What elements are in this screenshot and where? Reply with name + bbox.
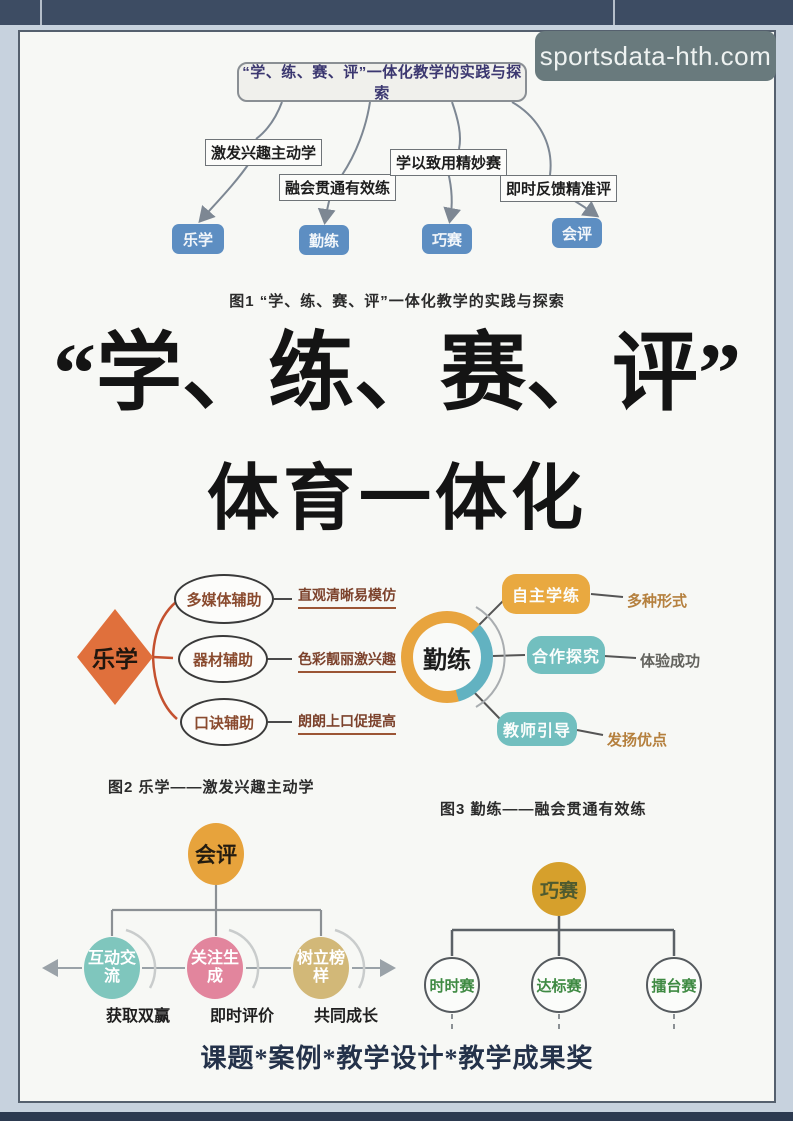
fig1-branch-box: 融会贯通有效练 xyxy=(279,174,397,201)
fig1-chip-huiping: 会评 xyxy=(552,218,602,248)
headline-line2: 体育一体化 xyxy=(206,459,587,539)
fig2-detail-label: 直观清晰易模仿 xyxy=(298,585,396,609)
connector-lines xyxy=(42,101,676,1033)
fig2-node-ellipse: 器材辅助 xyxy=(178,635,268,683)
fig1-branch-box: 激发兴趣主动学 xyxy=(205,139,323,166)
fig5-node-circle: 达标赛 xyxy=(531,957,587,1013)
fig1-branch-box: 即时反馈精准评 xyxy=(500,175,618,202)
fig2-node-ellipse: 口诀辅助 xyxy=(180,698,268,746)
fig1-chip-lexue: 乐学 xyxy=(172,224,224,254)
fig5-node-circle: 时时赛 xyxy=(424,957,480,1013)
fig4-detail-label: 共同成长 xyxy=(314,1008,379,1025)
fig2-node-ellipse: 多媒体辅助 xyxy=(174,574,274,624)
headline-line1: “学、练、赛、评” xyxy=(53,325,741,421)
fig3-detail-label: 发扬优点 xyxy=(607,732,668,749)
fig4-node-circle: 关注生成 xyxy=(187,937,243,999)
footer-text: 课题*案例*教学设计*教学成果奖 xyxy=(200,1044,594,1073)
fig1-chip-qinlian: 勤练 xyxy=(299,225,349,255)
top-frame-bar xyxy=(0,0,793,25)
fig3-node-box: 教师引导 xyxy=(497,712,577,746)
fig3-detail-label: 多种形式 xyxy=(627,593,688,610)
fig1-branch-box: 学以致用精妙赛 xyxy=(390,149,508,176)
fig4-node-circle: 树立榜样 xyxy=(293,937,349,999)
fig1-title-box: “学、练、赛、评”一体化教学的实践与探索 xyxy=(237,62,527,102)
fig3-center-ring: 勤练 xyxy=(401,611,493,703)
fig3-node-box: 合作探究 xyxy=(527,636,605,674)
frame-seam-right xyxy=(613,0,615,25)
fig2-caption: 图2 乐学——激发兴趣主动学 xyxy=(108,779,315,796)
fig5-center-circle: 巧赛 xyxy=(532,862,586,916)
fig4-detail-label: 即时评价 xyxy=(210,1008,275,1025)
bottom-frame-bar xyxy=(0,1112,793,1121)
fig2-detail-label: 色彩靓丽激兴趣 xyxy=(298,649,396,673)
poster-page: “学、练、赛、评”一体化教学的实践与探索 激发兴趣主动学 融会贯通有效练 学以致… xyxy=(18,30,776,1103)
fig4-node-circle: 互动交流 xyxy=(84,937,140,999)
fig3-caption: 图3 勤练——融会贯通有效练 xyxy=(440,801,647,818)
fig4-detail-label: 获取双赢 xyxy=(106,1008,171,1025)
fig3-node-box: 自主学练 xyxy=(502,574,590,614)
watermark-badge: sportsdata-hth.com xyxy=(535,31,776,81)
fig5-node-circle: 擂台赛 xyxy=(646,957,702,1013)
fig4-center-circle: 会评 xyxy=(188,823,244,885)
fig2-detail-label: 朗朗上口促提高 xyxy=(298,711,396,735)
fig1-chip-qiaosai: 巧赛 xyxy=(422,224,472,254)
frame-seam-left xyxy=(40,0,42,25)
fig1-caption: 图1 “学、练、赛、评”一体化教学的实践与探索 xyxy=(229,293,565,310)
fig3-center-label: 勤练 xyxy=(413,623,481,691)
fig3-detail-label: 体验成功 xyxy=(640,653,701,670)
